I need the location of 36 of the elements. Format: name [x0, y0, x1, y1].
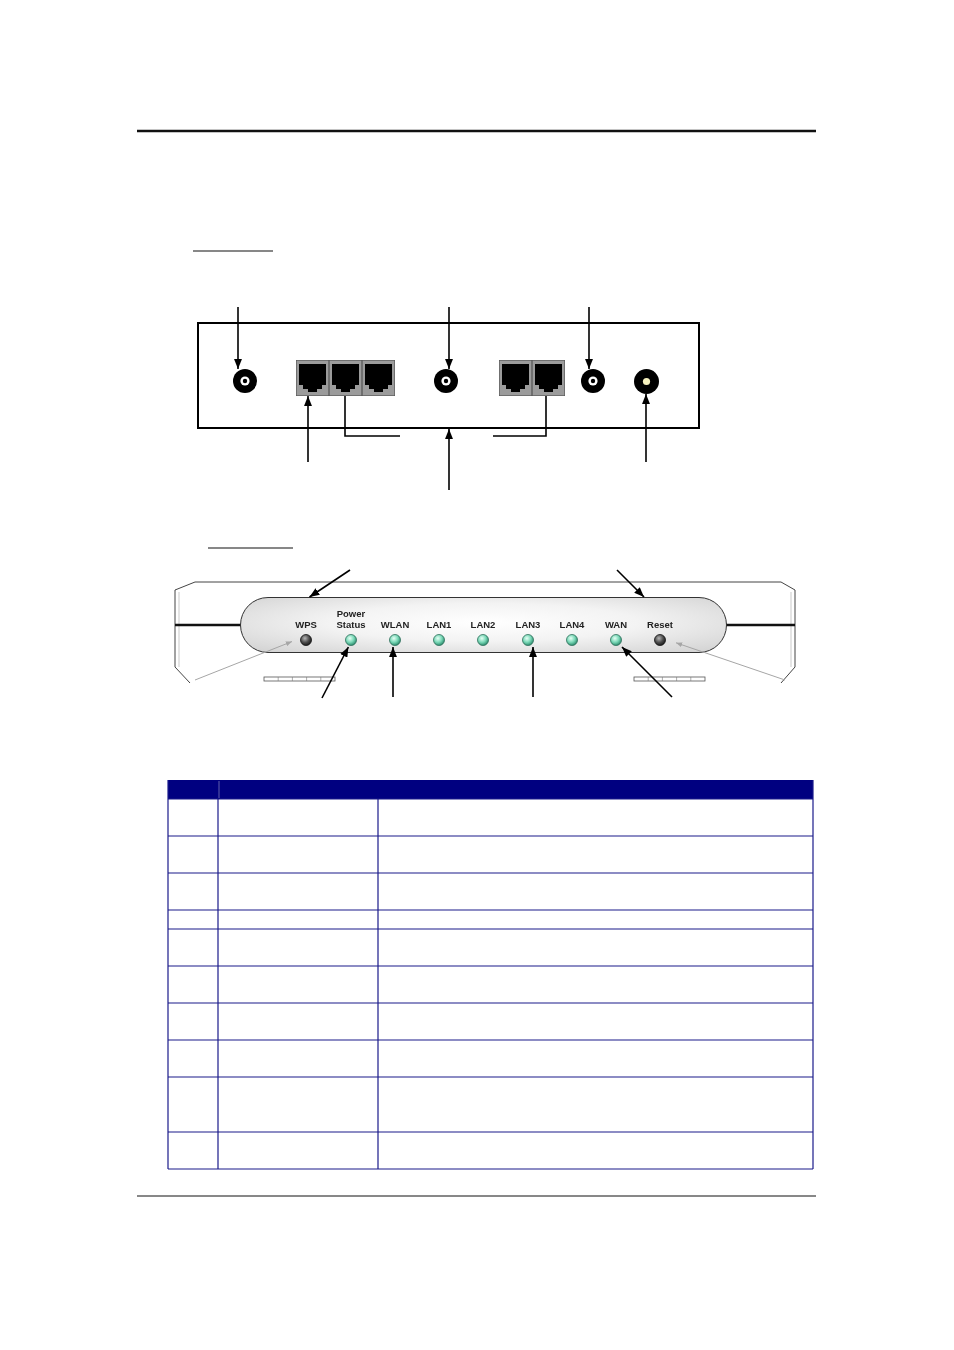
rj-port [296, 360, 329, 396]
arrow [308, 569, 351, 598]
led-label: WLAN [380, 619, 410, 630]
arrow [616, 569, 645, 598]
round-jack [581, 369, 605, 393]
round-jack [434, 369, 458, 393]
round-jack [634, 369, 659, 394]
arrow [675, 642, 786, 681]
rj-port [329, 360, 362, 396]
arrow [304, 395, 312, 463]
arrow [389, 646, 397, 698]
led-panel [240, 597, 727, 653]
led-label: LAN1 [426, 619, 452, 630]
round-jack [233, 369, 257, 393]
rear-panel [197, 322, 700, 429]
led-label: WPS [295, 619, 317, 630]
led-label: LAN2 [470, 619, 496, 630]
rj-port [532, 360, 565, 396]
leader-line [492, 395, 547, 437]
arrow [642, 393, 650, 463]
leader-line [344, 395, 401, 437]
arrow [621, 646, 673, 698]
arrow [194, 641, 293, 681]
arrow [585, 306, 593, 370]
rj-port [362, 360, 395, 396]
led-label: Power Status [335, 609, 367, 630]
led-label: LAN4 [559, 619, 585, 630]
led-label: WAN [604, 619, 628, 630]
arrow [445, 428, 453, 491]
arrow [445, 306, 453, 370]
arrow [529, 646, 537, 698]
led-label: LAN3 [515, 619, 541, 630]
led-label: Reset [647, 619, 673, 630]
arrow [234, 306, 242, 370]
arrow [321, 646, 350, 699]
rj-port [499, 360, 532, 396]
